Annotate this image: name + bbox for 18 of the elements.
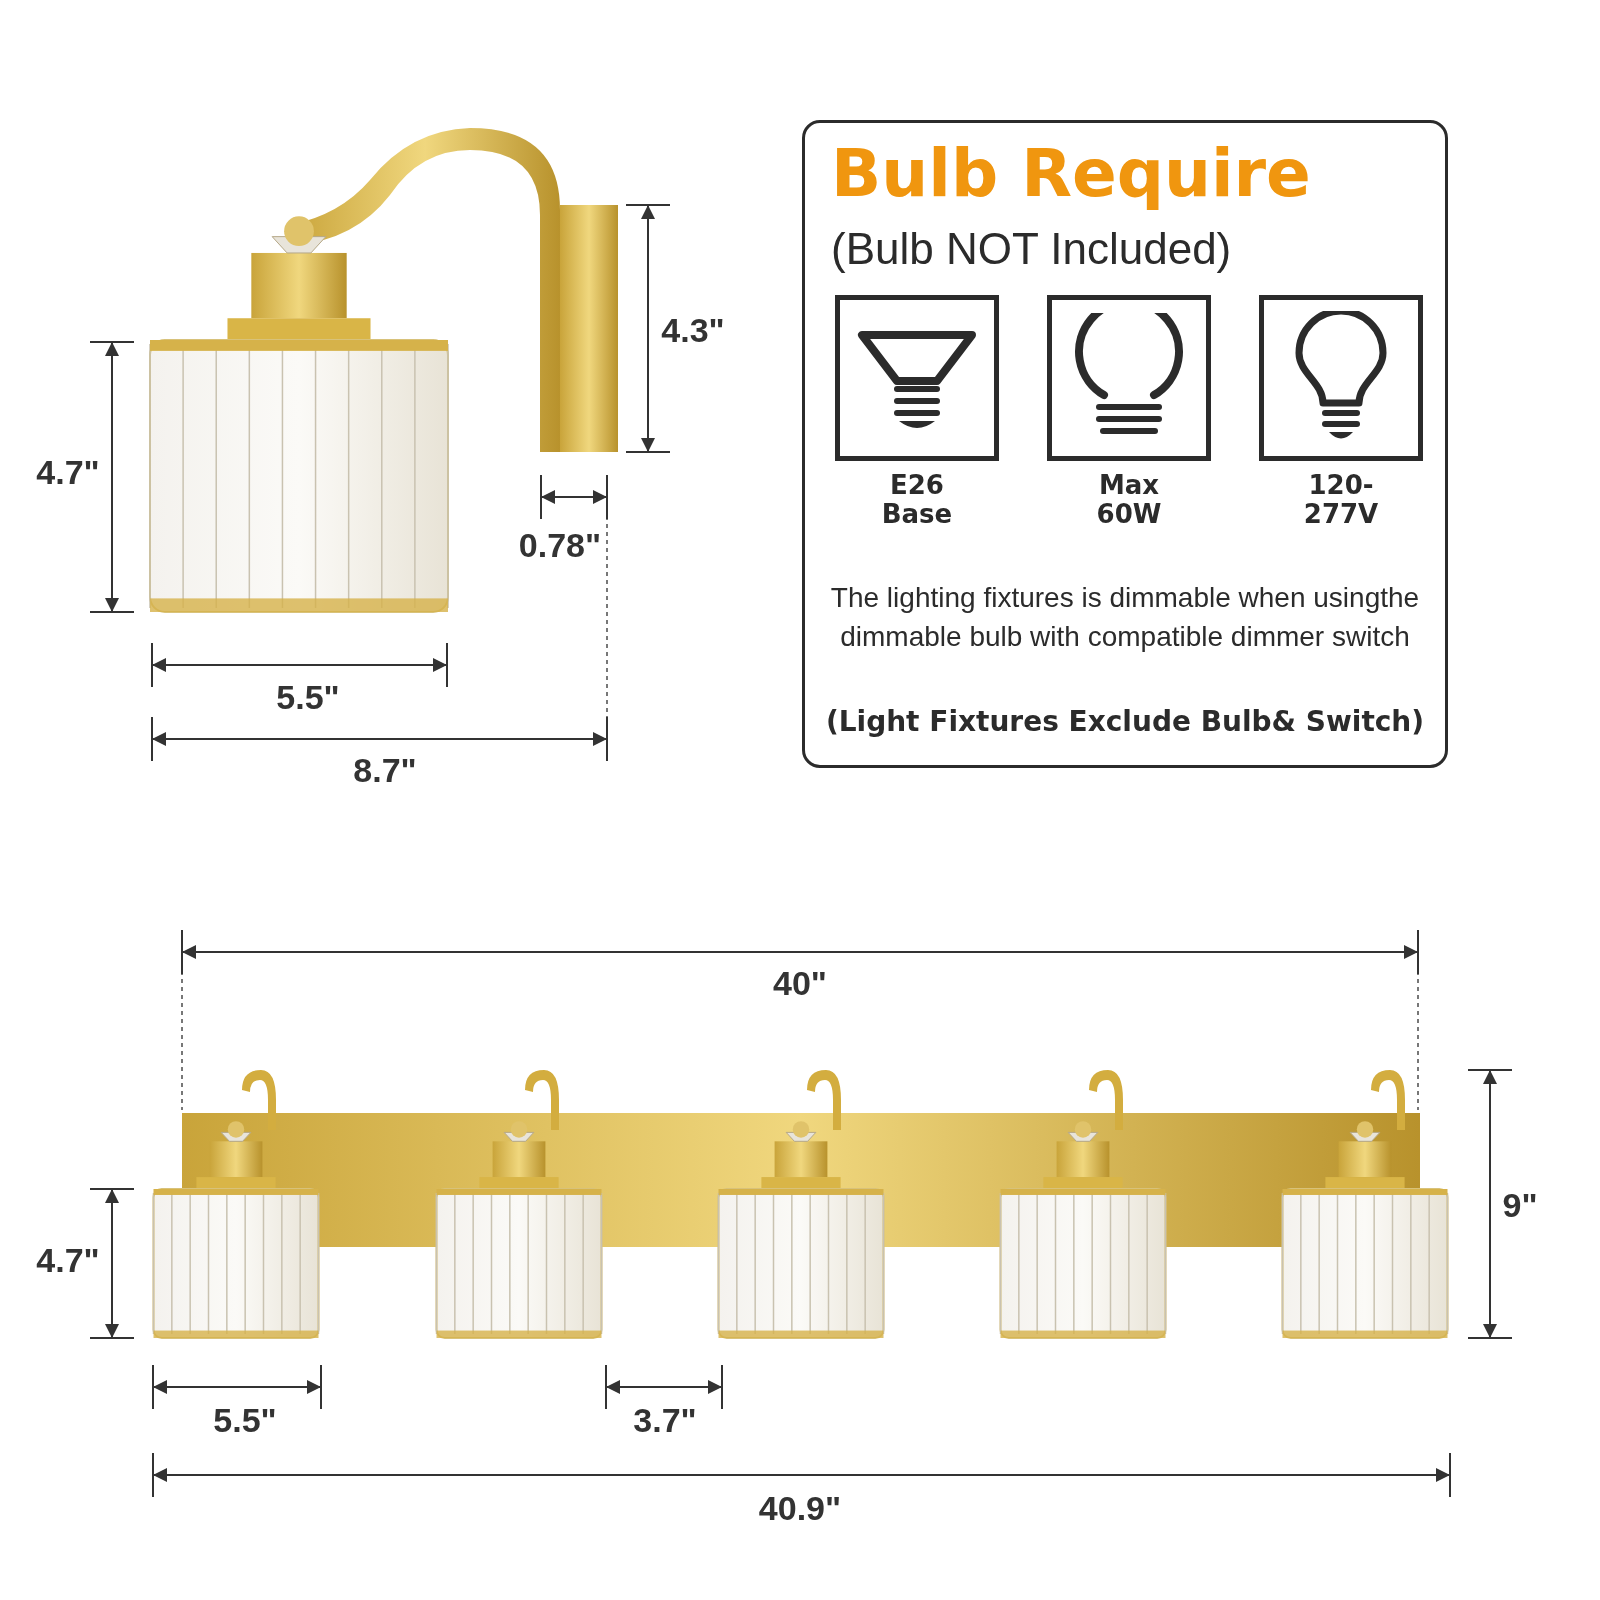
- dimension-label: 8.7": [353, 749, 417, 791]
- exclusion-note: (Light Fixtures Exclude Bulb& Switch): [824, 704, 1426, 740]
- dimension-label: 5.5": [213, 1399, 277, 1441]
- bulb-requirement-panel: [802, 120, 1448, 768]
- dimension-label: 4.7": [36, 1239, 100, 1281]
- dimension-label: 9": [1502, 1184, 1538, 1226]
- dimension-label: 4.3": [661, 309, 725, 351]
- bulb-spec-caption: 120-277V: [1302, 471, 1380, 529]
- panel-subtitle: (Bulb NOT Included): [831, 227, 1232, 271]
- dimension-label: 3.7": [633, 1399, 697, 1441]
- dimension-label: 5.5": [276, 676, 340, 718]
- dimension-label: 40": [773, 962, 827, 1004]
- dimension-label: 0.78": [518, 524, 602, 566]
- dimmable-note: The lighting fixtures is dimmable when usingthe dimmable bulb with compatible dimmer switch: [829, 581, 1421, 655]
- dimension-label: 4.7": [36, 451, 100, 493]
- dimension-label: 40.9": [758, 1487, 842, 1529]
- bulb-spec-caption: E26 Base: [880, 471, 954, 529]
- bulb-spec-caption: Max 60W: [1095, 471, 1163, 529]
